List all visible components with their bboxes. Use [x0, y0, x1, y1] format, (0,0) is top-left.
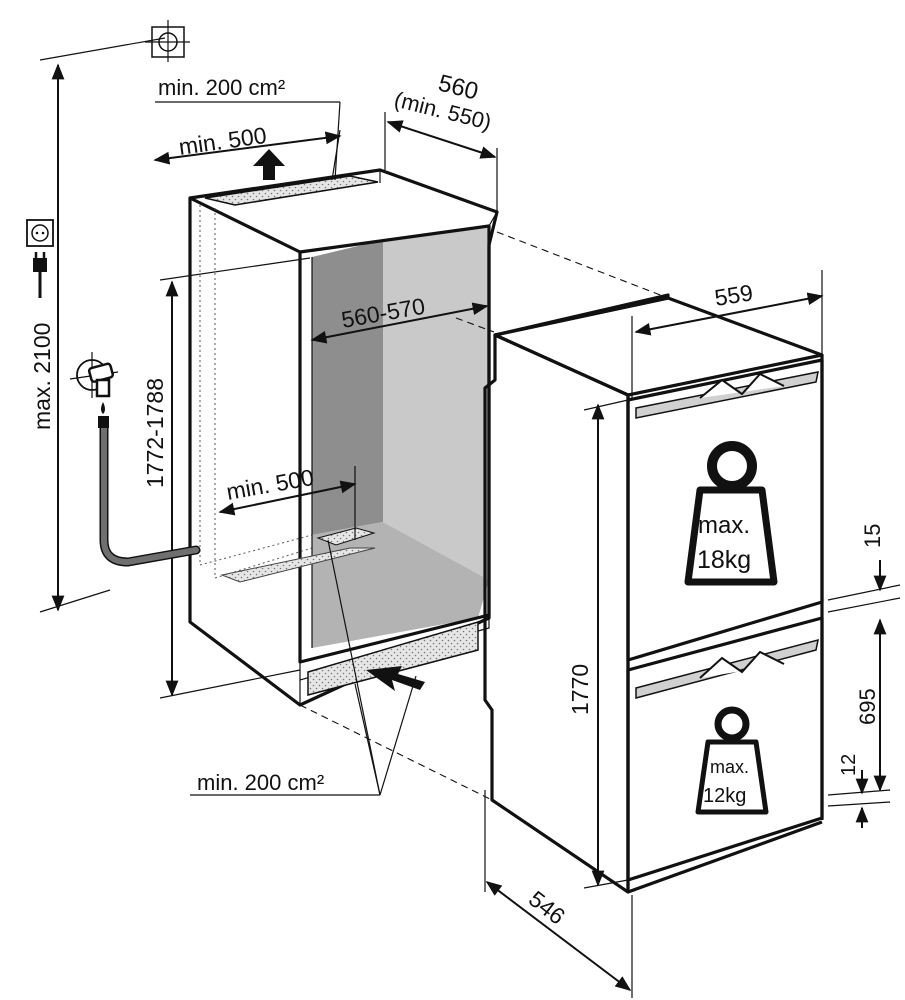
- water-tap-icon: [69, 352, 119, 428]
- upper-weight-max: max.: [698, 512, 750, 539]
- niche-height-label: 1772-1788: [142, 378, 168, 488]
- appliance-width-dim-line: [634, 292, 824, 336]
- bottom-vent-grille: [307, 620, 479, 696]
- socket-icon: [26, 219, 54, 247]
- gap-top-label: 15: [860, 524, 885, 548]
- niche-depth-dim-line: [386, 120, 497, 159]
- weight-icon: [684, 441, 778, 586]
- lower-weight-value: 12kg: [703, 785, 746, 807]
- upper-weight-value: 18kg: [697, 546, 751, 574]
- floor-vent-grille: [220, 547, 376, 583]
- top-vent-grille: [204, 175, 379, 206]
- appliance: max. 18kg max. 12kg: [483, 293, 824, 894]
- airflow-up-arrow: [253, 149, 285, 180]
- airflow-in-arrow: [366, 666, 425, 691]
- max-height-label: max. 2100: [29, 323, 55, 430]
- door-height-label: 695: [855, 688, 880, 725]
- appliance-depth-dim-line: [485, 881, 632, 991]
- vent-top-area-label: min. 200 cm²: [158, 75, 285, 100]
- upper-hinge: [635, 371, 819, 419]
- inner-floor-vent: [316, 527, 376, 546]
- appliance-side: [483, 293, 670, 894]
- vent-bottom-area-label: min. 200 cm²: [197, 770, 324, 795]
- crosshair-icon: [145, 20, 190, 62]
- weight-icon: [695, 706, 769, 815]
- niche-floor: [312, 522, 489, 648]
- lower-hinge: [635, 638, 819, 699]
- plug-icon: [33, 252, 47, 298]
- vent-top-width-label: min. 500: [177, 122, 268, 160]
- niche-side-wall: [383, 228, 489, 580]
- lower-weight-max: max.: [710, 757, 749, 777]
- gap-bottom-label: 12: [838, 754, 860, 776]
- niche-width-dim-line: [310, 302, 489, 344]
- lower-door: [626, 616, 824, 882]
- upper-door: [626, 358, 824, 662]
- appliance-width-label: 559: [713, 279, 755, 311]
- niche-cabinet: [188, 168, 499, 707]
- appliance-depth-label: 546: [524, 885, 570, 929]
- vent-bottom-width-label: min. 500: [224, 464, 315, 505]
- niche-plinth: [299, 614, 490, 681]
- appliance-height-label: 1770: [567, 664, 593, 715]
